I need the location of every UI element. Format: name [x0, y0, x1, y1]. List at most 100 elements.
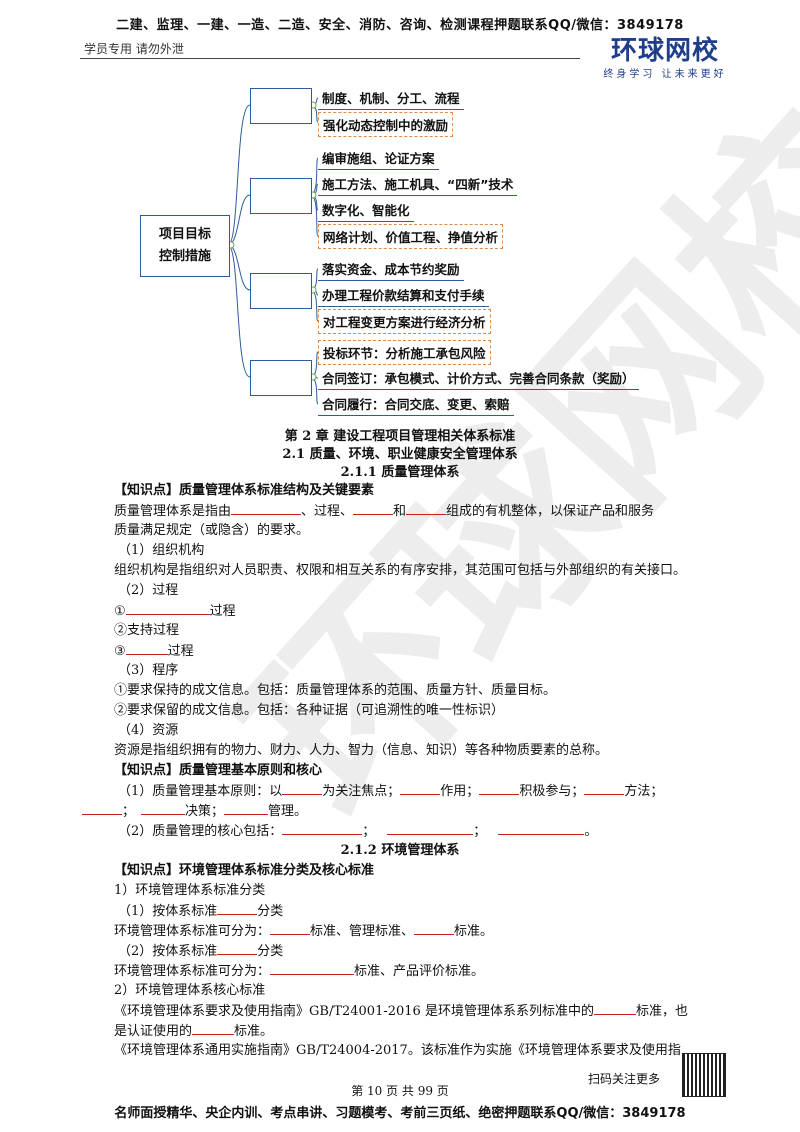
- text-span: 管理。: [268, 804, 308, 819]
- page-number: 第 10 页 共 99 页: [351, 1084, 449, 1098]
- mindmap-leaf: 网络计划、价值工程、挣值分析: [318, 224, 504, 249]
- mindmap-branch-box-4: [250, 360, 312, 396]
- fill-blank[interactable]: [217, 940, 258, 955]
- mindmap-connectors: [227, 97, 319, 405]
- text-span: ③: [114, 644, 126, 659]
- mindmap-leaf: 编审施组、论证方案: [318, 146, 439, 170]
- paragraph-line: （2）按体系标准 分类: [118, 940, 283, 962]
- paragraph-line: ②要求保留的成文信息。包括：各种证据（可追溯性的唯一性标识）: [114, 703, 505, 718]
- text-span: （1）质量管理基本原则：以: [118, 784, 283, 799]
- text-span: 质量管理体系是指由: [114, 504, 232, 519]
- fill-blank[interactable]: [270, 960, 355, 975]
- fill-blank[interactable]: [593, 1000, 636, 1015]
- text-span: （2）质量管理的核心包括：: [118, 824, 283, 839]
- text-span: ①: [114, 604, 126, 619]
- section-title: 2.1 质量、环境、职业健康安全管理体系: [282, 447, 518, 462]
- text-span: 环境管理体系标准可分为：: [114, 964, 271, 979]
- root-label-1: 项目目标: [158, 227, 211, 242]
- subsection-title: 2.1.1 质量管理体系: [340, 465, 460, 480]
- item-heading: （2）过程: [118, 583, 179, 598]
- text-span: ；: [362, 824, 376, 839]
- logo-slogan: 终身学习 让未来更好: [603, 69, 727, 80]
- qr-code-icon[interactable]: [682, 1053, 726, 1097]
- mindmap-leaf: 数字化、智能化: [318, 198, 414, 222]
- paragraph-line: 环境管理体系标准可分为：标准、管理标准、标准。: [114, 920, 493, 942]
- text-span: 作用；: [440, 784, 480, 799]
- fill-blank[interactable]: [414, 920, 455, 935]
- chapter-title: 第 2 章 建设工程项目管理相关体系标准: [284, 429, 516, 444]
- paragraph-line: 质量管理体系是指由、过程、和组成的有机整体，以保证产品和服务: [114, 500, 654, 522]
- knowledge-point-heading: 【知识点】质量管理体系标准结构及关键要素: [114, 483, 375, 498]
- fill-blank[interactable]: [584, 780, 625, 795]
- fill-blank[interactable]: [387, 820, 474, 835]
- paragraph-line: ； 决策； 管理。: [82, 800, 307, 822]
- text-span: ；: [122, 804, 136, 819]
- mindmap-branch-box-2: [250, 178, 312, 214]
- text-span: （2）按体系标准: [118, 944, 218, 959]
- fill-blank[interactable]: [498, 820, 585, 835]
- text-span: 和: [393, 504, 407, 519]
- mindmap-leaf: 投标环节：分析施工承包风险: [318, 340, 491, 365]
- text-span: 、过程、: [301, 504, 354, 519]
- text-span: 分类: [257, 904, 284, 919]
- header-note: 学员专用 请勿外泄: [84, 42, 184, 56]
- fill-blank[interactable]: [217, 900, 258, 915]
- text-span: 决策；: [185, 804, 225, 819]
- fill-blank[interactable]: [141, 800, 186, 815]
- fill-blank[interactable]: [125, 640, 168, 655]
- text-span: 为关注焦点；: [322, 784, 401, 799]
- mindmap-branch-box-3: [250, 273, 312, 309]
- scan-prompt: 扫码关注更多: [588, 1072, 661, 1086]
- mindmap-branch-box-1: [250, 88, 312, 124]
- fill-blank[interactable]: [282, 820, 363, 835]
- logo-text: 环球网校: [610, 36, 719, 66]
- mindmap-leaf: 办理工程价款结算和支付手续: [318, 283, 489, 307]
- fill-blank[interactable]: [82, 800, 122, 815]
- fill-blank[interactable]: [406, 500, 447, 515]
- header-contact-line: 二建、监理、一建、一造、二造、安全、消防、咨询、检测课程押题联系QQ/微信：38…: [116, 18, 684, 33]
- paragraph-line: ① 过程: [114, 600, 236, 622]
- brand-logo: 环球网校 终身学习 让未来更好: [590, 30, 740, 80]
- paragraph-line: （1）质量管理基本原则：以为关注焦点；作用；积极参与；方法；: [118, 780, 663, 802]
- fill-blank[interactable]: [282, 780, 323, 795]
- text-span: （1）按体系标准: [118, 904, 218, 919]
- paragraph-line: ①要求保持的成文信息。包括：质量管理体系的范围、质量方针、质量目标。: [114, 683, 557, 698]
- paragraph-line: ②支持过程: [114, 623, 180, 638]
- item-heading: （4）资源: [118, 723, 179, 738]
- mindmap-leaf: 合同履行：合同交底、变更、索赔: [318, 392, 514, 416]
- fill-blank[interactable]: [400, 780, 441, 795]
- text-span: 分类: [257, 944, 284, 959]
- text-span: 《环境管理体系要求及使用指南》GB/T24001-2016 是环境管理体系系列标…: [114, 1004, 594, 1019]
- mindmap-leaf: 对工程变更方案进行经济分析: [318, 309, 491, 334]
- footer-contact-line: 名师面授精华、央企内训、考点串讲、习题模考、考前三页纸、绝密押题联系QQ/微信：…: [114, 1106, 686, 1121]
- mindmap: 项目目标 控制措施 制度、机制、分工、流程 强化动态控制中的激励 编审施组、论证…: [130, 80, 690, 425]
- paragraph-line: （1）按体系标准 分类: [118, 900, 283, 922]
- mindmap-leaf: 施工方法、施工机具、“四新”技术: [318, 172, 518, 196]
- fill-blank[interactable]: [479, 780, 520, 795]
- text-span: 环境管理体系标准可分为：: [114, 924, 271, 939]
- knowledge-point-heading: 【知识点】环境管理体系标准分类及核心标准: [114, 863, 375, 878]
- fill-blank[interactable]: [231, 500, 302, 515]
- text-span: 是认证使用的: [114, 1024, 193, 1039]
- header-divider: [80, 58, 580, 59]
- fill-blank[interactable]: [270, 920, 311, 935]
- paragraph-line: 环境管理体系标准可分为： 标准、产品评价标准。: [114, 960, 484, 982]
- subsection-title: 2.1.2 环境管理体系: [340, 843, 460, 858]
- mindmap-root: 项目目标 控制措施: [140, 215, 230, 277]
- text-span: 标准。: [454, 924, 494, 939]
- fill-blank[interactable]: [192, 1020, 235, 1035]
- mindmap-leaf: 制度、机制、分工、流程: [318, 86, 464, 110]
- fill-blank[interactable]: [125, 600, 210, 615]
- fill-blank[interactable]: [353, 500, 394, 515]
- mindmap-leaf: 强化动态控制中的激励: [318, 112, 454, 137]
- text-span: 过程: [209, 604, 236, 619]
- paragraph-line: 2）环境管理体系核心标准: [114, 983, 266, 998]
- paragraph-line: 质量满足规定（或隐含）的要求。: [114, 523, 310, 538]
- text-span: 过程: [167, 644, 194, 659]
- text-span: 。: [584, 824, 598, 839]
- paragraph-line: 《环境管理体系通用实施指南》GB/T24004-2017。该标准作为实施《环境管…: [114, 1043, 681, 1058]
- fill-blank[interactable]: [224, 800, 269, 815]
- text-span: 标准。: [234, 1024, 274, 1039]
- text-span: 标准、产品评价标准。: [354, 964, 485, 979]
- item-heading: （3）程序: [118, 663, 179, 678]
